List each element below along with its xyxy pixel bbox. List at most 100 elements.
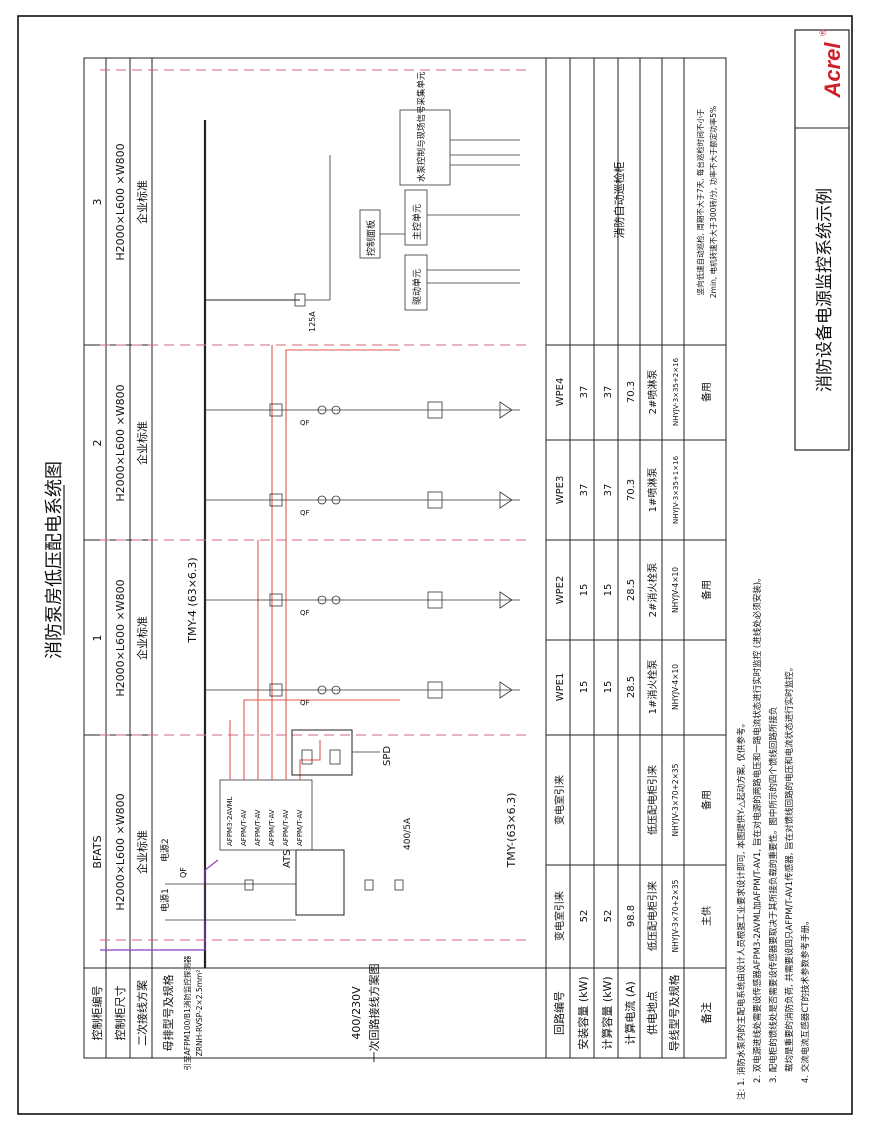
auto-note-1: 竖向低速自动巡检, 周期不大于7天, 每台巡检时间不小于 bbox=[695, 108, 705, 295]
table-col-5: WPE4 37 37 70.3 2#喷淋泵 NHYJV-3×35+2×16 备用 bbox=[555, 357, 713, 426]
cell-5-calc-cur: 70.3 bbox=[626, 381, 637, 403]
meter-sub-label-1: AFPM/T-AV bbox=[240, 809, 248, 846]
label-cabinet-no: 控制柜编号 bbox=[90, 986, 104, 1041]
label-cable: 导线型号及规格 bbox=[667, 975, 681, 1052]
meter-sub-label-3: AFPM/T-AV bbox=[268, 809, 276, 846]
cell-4-cable: NHYJV-3×35+1×16 bbox=[672, 455, 680, 524]
cabinet-0-scheme: 企业标准 bbox=[135, 830, 149, 874]
cell-2-calc-cur: 28.5 bbox=[626, 676, 637, 698]
cell-2-installed: 15 bbox=[579, 681, 590, 694]
label-probe-2: ZRNH-RVSP-2×2.5mm² bbox=[195, 970, 204, 1057]
cell-0-calc-cap: 52 bbox=[603, 910, 614, 923]
main-unit-label: 主控单元 bbox=[411, 204, 423, 240]
label-remark: 备注 bbox=[699, 1002, 713, 1024]
cell-0-calc-cur: 98.8 bbox=[626, 905, 637, 927]
cell-5-cable: NHYJV-3×35+2×16 bbox=[672, 357, 680, 426]
cell-3-remark: 备用 bbox=[700, 580, 713, 600]
label-installed: 安装容量 (kW) bbox=[576, 976, 590, 1049]
table-col-1: 变电室引来 低压配电柜引来 NHYJV-3×70+2×35 备用 bbox=[553, 763, 713, 836]
cell-5-installed: 37 bbox=[579, 386, 590, 399]
auto-cabinet-label: 消防自动巡检柜 bbox=[612, 162, 626, 239]
meter-stack: AFPM3-2AVML AFPM/T-AV AFPM/T-AV AFPM/T-A… bbox=[219, 779, 313, 851]
cell-5-calc-cap: 37 bbox=[603, 386, 614, 399]
power2-label: 电源2 bbox=[159, 838, 171, 862]
cabinet-0-no: BFATS bbox=[91, 835, 104, 868]
cabinet-1-no: 1 bbox=[91, 635, 104, 642]
spd-label: SPD bbox=[382, 746, 393, 766]
cell-5-remark: 备用 bbox=[700, 382, 713, 402]
cell-0-supply: 低压配电柜引来 bbox=[646, 881, 659, 951]
cabinet-1-scheme: 企业标准 bbox=[135, 616, 149, 660]
cell-0-circuit: 变电室引来 bbox=[553, 891, 566, 941]
cabinet-2-no: 2 bbox=[91, 440, 104, 447]
feeder-wpe4: QF bbox=[205, 401, 520, 427]
note-5: 4. 交流电流互感器CT的技术参数参考手册。 bbox=[800, 917, 811, 1083]
qf-label-ats: QF bbox=[179, 867, 188, 878]
cell-1-supply: 低压配电柜引来 bbox=[646, 765, 659, 835]
feeder-wpe3: QF bbox=[205, 491, 520, 517]
power1-label: 电源1 bbox=[159, 888, 171, 912]
label-supply: 供电地点 bbox=[645, 991, 659, 1035]
outer-frame bbox=[17, 15, 853, 1115]
cell-4-installed: 37 bbox=[579, 484, 590, 497]
cabinet-3-size: H2000×L600 ×W800 bbox=[114, 143, 127, 260]
title-block bbox=[794, 29, 850, 451]
cabinet-2-scheme: 企业标准 bbox=[135, 421, 149, 465]
cabinet-2-size: H2000×L600 ×W800 bbox=[114, 384, 127, 501]
qf-label-4: QF bbox=[300, 419, 310, 427]
cell-3-calc-cap: 15 bbox=[603, 584, 614, 597]
brand-subtitle: 消防设备电源监控系统示例 bbox=[815, 188, 835, 392]
meter-main-label: AFPM3-2AVML bbox=[226, 796, 234, 846]
label-primary-2: 一次回路接线方案图 bbox=[367, 964, 381, 1063]
cell-4-calc-cur: 70.3 bbox=[626, 479, 637, 501]
fuse-label: 125A bbox=[308, 311, 317, 332]
auto-note-2: 2min, 电机转速不大于300转/分, 功率不大于额定功率5% bbox=[708, 106, 718, 298]
brand-registered: ® bbox=[818, 29, 828, 36]
auto-inspection-block: 125A 驱动单元 主控单元 控制面板 水泵控制与现场信号采集单元 bbox=[205, 71, 520, 332]
label-calc-cur: 计算电流 (A) bbox=[623, 981, 637, 1045]
meter-sub-label-4: AFPM/T-AV bbox=[282, 809, 290, 846]
table-col-2: WPE1 15 15 28.5 1#消火栓泵 NHYJV-4×10 bbox=[555, 660, 680, 715]
cell-5-circuit: WPE4 bbox=[555, 378, 566, 407]
cell-2-cable: NHYJV-4×10 bbox=[671, 664, 680, 710]
drawing-frame bbox=[83, 57, 727, 1059]
cell-0-installed: 52 bbox=[579, 910, 590, 923]
label-circuit-no: 回路编号 bbox=[552, 991, 566, 1035]
cell-3-circuit: WPE2 bbox=[555, 576, 566, 605]
label-busbar: 母排型号及规格 bbox=[161, 975, 175, 1052]
cell-2-calc-cap: 15 bbox=[603, 681, 614, 694]
cabinet-0-size: H2000×L600 ×W800 bbox=[114, 793, 127, 910]
drawing-title: 消防泵房低压配电系统图 bbox=[44, 461, 65, 659]
ats-label: ATS bbox=[282, 849, 293, 868]
cabinet-3-scheme: 企业标准 bbox=[135, 180, 149, 224]
cabinet-3-no: 3 bbox=[91, 199, 104, 206]
cell-3-supply: 2#消火栓泵 bbox=[646, 563, 659, 618]
cell-0-remark: 主供 bbox=[700, 906, 713, 926]
cell-0-cable: NHYJV-3×70+2×35 bbox=[671, 879, 680, 952]
cell-1-cable: NHYJV-3×70+2×35 bbox=[671, 763, 680, 836]
cell-1-remark: 备用 bbox=[700, 790, 713, 810]
meter-sub-label-5: AFPM/T-AV bbox=[296, 809, 304, 846]
feeder-wpe2: QF bbox=[205, 591, 520, 617]
cell-2-supply: 1#消火栓泵 bbox=[646, 660, 659, 715]
water-pump-label: 水泵控制与现场信号采集单元 bbox=[416, 71, 427, 182]
ct-ratio-label: 400/5A bbox=[403, 817, 413, 850]
note-3: 3. 配电柜的馈线处是否需要设传感器要取决于其所接负载的重要性。图中所示的四个馈… bbox=[768, 707, 779, 1083]
label-cabinet-size: 控制柜尺寸 bbox=[113, 986, 127, 1041]
drive-unit-label: 驱动单元 bbox=[411, 269, 423, 305]
qf-label-3: QF bbox=[300, 509, 310, 517]
spd-box bbox=[291, 729, 353, 776]
table-col-0: 变电室引来 52 52 98.8 低压配电柜引来 NHYJV-3×70+2×35… bbox=[553, 879, 713, 952]
note-1: 注: 1. 消防水泵内的主配电系统由设计人员根据工业要求设计即可, 本图提供Y-… bbox=[736, 719, 747, 1100]
table-col-4: WPE3 37 37 70.3 1#喷淋泵 NHYJV-3×35+1×16 bbox=[555, 455, 680, 524]
label-primary-1: 400/230V bbox=[350, 986, 363, 1040]
cell-3-installed: 15 bbox=[579, 584, 590, 597]
label-calc-cap: 计算容量 (kW) bbox=[600, 976, 614, 1049]
ats-box bbox=[295, 849, 345, 916]
qf-label-2: QF bbox=[300, 609, 310, 617]
note-4: 载均是重要的消防负荷, 共需要设四只AFPM/T-AV1传感器, 旨在对馈线回路… bbox=[784, 663, 795, 1072]
cell-5-supply: 2#喷淋泵 bbox=[646, 370, 659, 415]
table-col-3: WPE2 15 15 28.5 2#消火栓泵 NHYJV-4×10 备用 bbox=[555, 563, 713, 618]
cell-4-supply: 1#喷淋泵 bbox=[646, 468, 659, 513]
